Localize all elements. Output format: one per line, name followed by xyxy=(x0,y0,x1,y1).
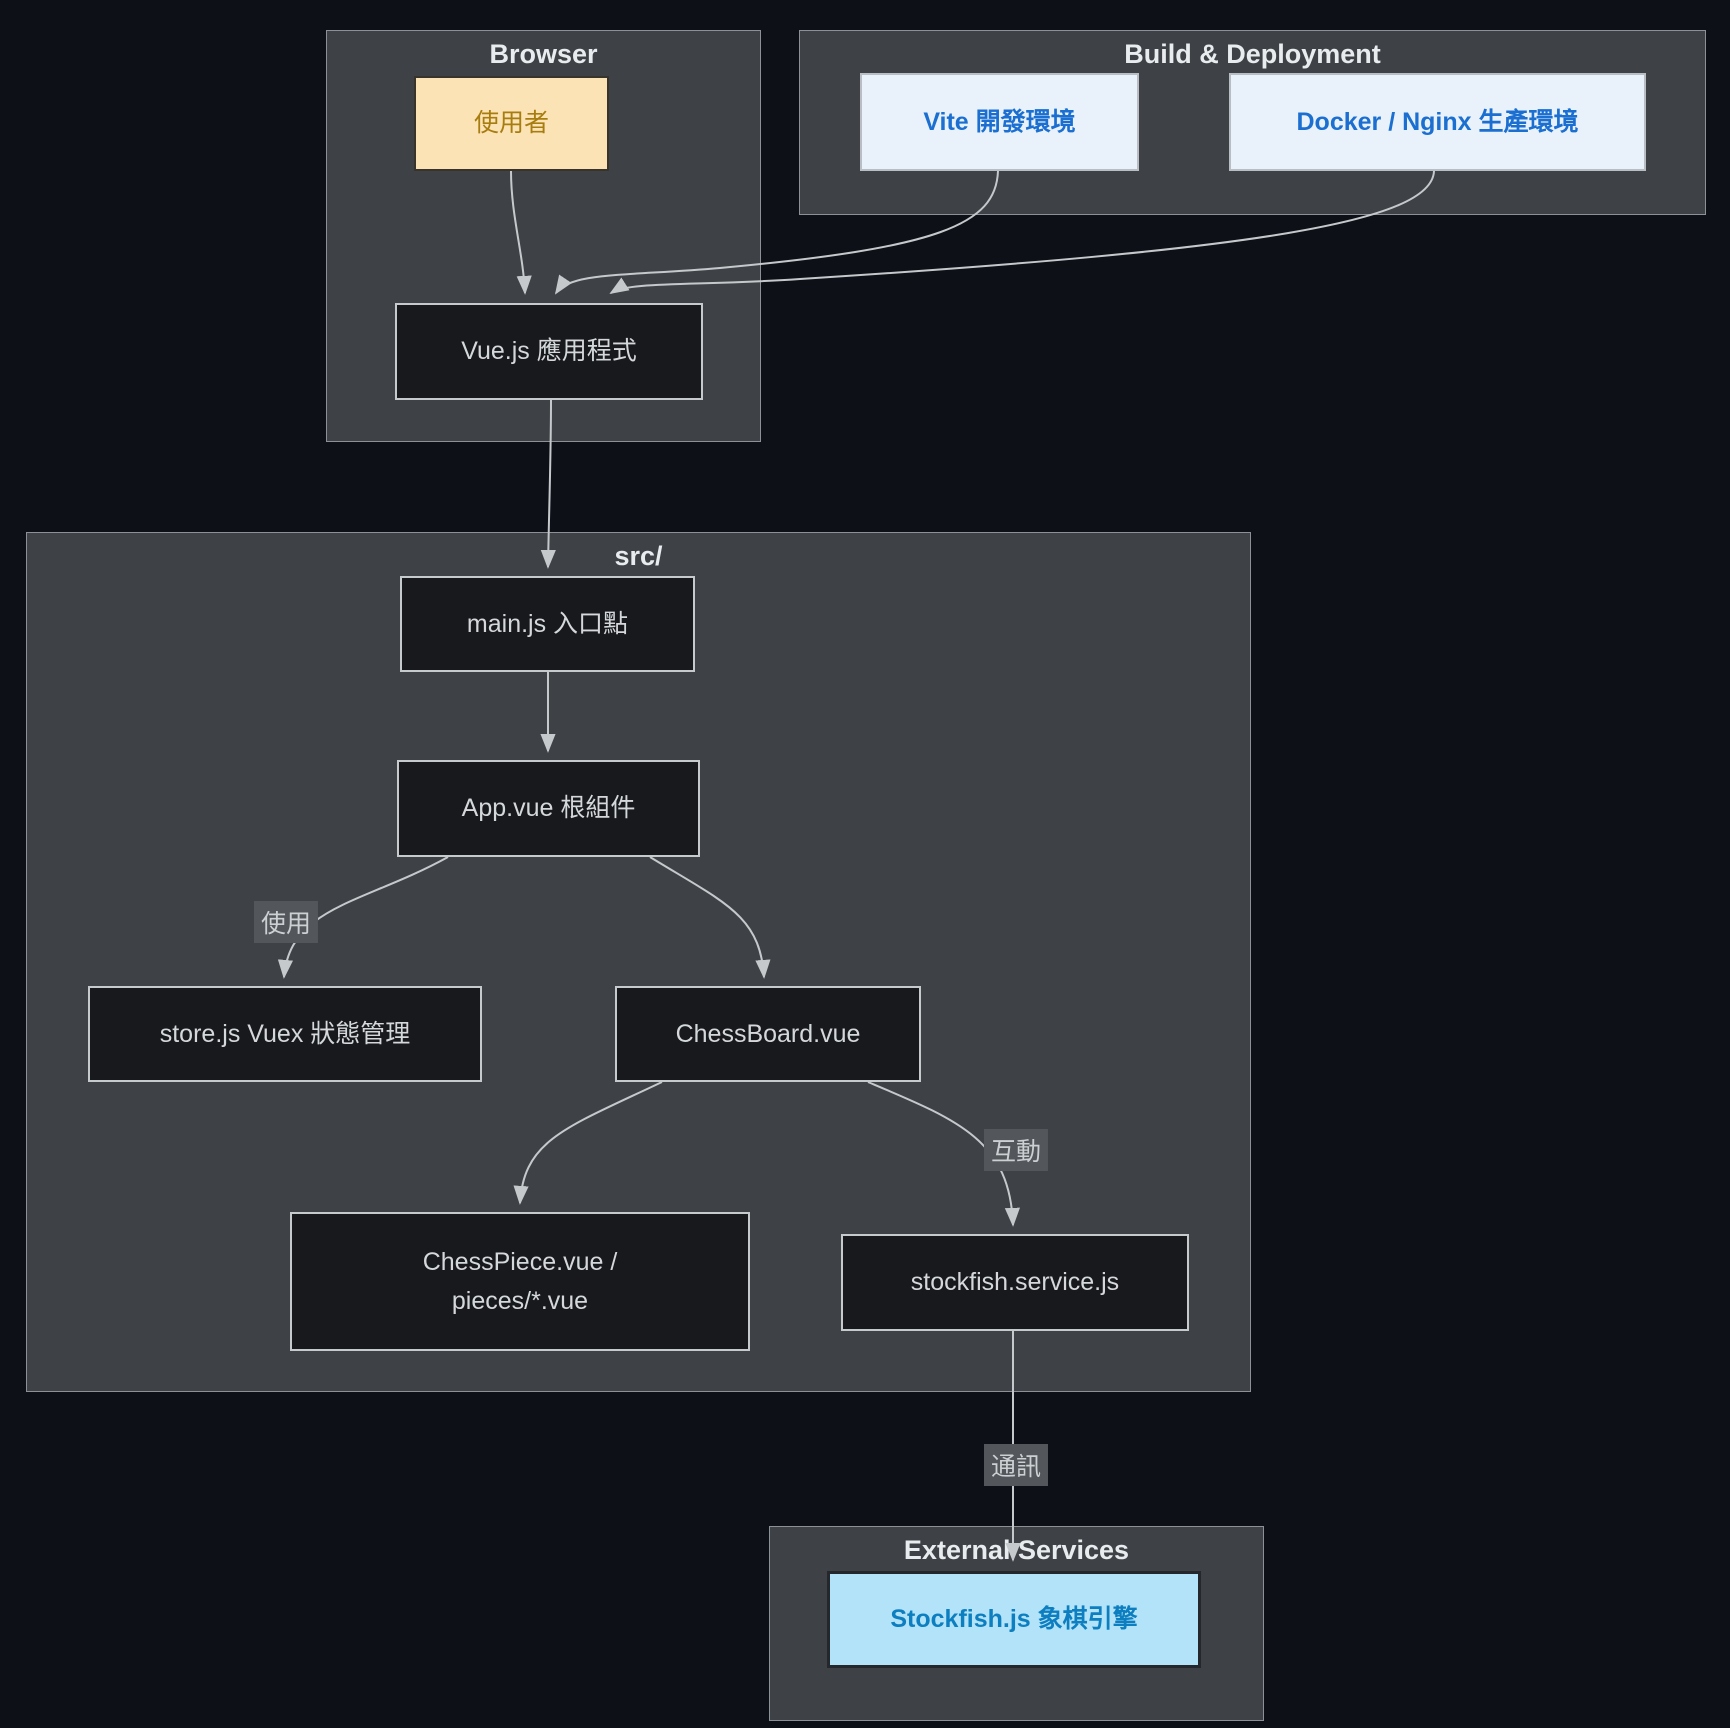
edge-chessboard-to-chesspiece xyxy=(513,1081,663,1205)
node-user: 使用者 xyxy=(414,76,609,171)
subgraph-browser-title: Browser xyxy=(489,39,598,69)
edge-label-communicate: 通訊 xyxy=(983,1444,1049,1486)
node-main-js-label: main.js 入口點 xyxy=(466,609,629,638)
edge-vueapp-to-mainjs xyxy=(540,399,556,569)
node-docker-nginx: Docker / Nginx 生產環境 xyxy=(1229,73,1646,171)
node-chessboard: ChessBoard.vue xyxy=(615,986,921,1082)
node-stockfish-service: stockfish.service.js xyxy=(841,1234,1189,1331)
node-chessboard-label: ChessBoard.vue xyxy=(675,1019,861,1048)
node-vue-app: Vue.js 應用程式 xyxy=(395,303,703,400)
node-chesspiece-label: ChessPiece.vue / pieces/*.vue xyxy=(422,1247,618,1315)
node-chesspiece: ChessPiece.vue / pieces/*.vue xyxy=(290,1212,750,1351)
node-docker-nginx-label: Docker / Nginx 生產環境 xyxy=(1296,107,1579,136)
subgraph-build-deployment-title: Build & Deployment xyxy=(1124,39,1381,69)
edge-docker-to-vueapp xyxy=(609,170,1435,295)
edge-vite-to-vueapp xyxy=(554,170,999,295)
node-user-label: 使用者 xyxy=(473,109,549,138)
node-vue-app-label: Vue.js 應用程式 xyxy=(461,337,637,366)
node-store-js: store.js Vuex 狀態管理 xyxy=(88,986,482,1082)
edge-chessboard-to-stockfishservice xyxy=(867,1081,1020,1227)
edge-appvue-to-chessboard xyxy=(649,856,771,979)
edge-user-to-vueapp xyxy=(510,170,532,295)
node-vite-label: Vite 開發環境 xyxy=(923,107,1076,136)
node-stockfish-service-label: stockfish.service.js xyxy=(910,1268,1120,1297)
edge-label-use: 使用 xyxy=(253,901,319,943)
node-main-js: main.js 入口點 xyxy=(400,576,695,672)
node-stockfish-engine: Stockfish.js 象棋引擎 xyxy=(827,1571,1201,1668)
edge-label-interact: 互動 xyxy=(983,1129,1049,1171)
node-vite: Vite 開發環境 xyxy=(860,73,1139,171)
node-app-vue: App.vue 根組件 xyxy=(397,760,700,857)
node-store-js-label: store.js Vuex 狀態管理 xyxy=(159,1019,411,1048)
node-stockfish-engine-label: Stockfish.js 象棋引擎 xyxy=(890,1605,1138,1634)
subgraph-src-title: src/ xyxy=(614,541,663,571)
edge-appvue-to-storejs xyxy=(277,856,449,979)
node-app-vue-label: App.vue 根組件 xyxy=(461,794,636,823)
